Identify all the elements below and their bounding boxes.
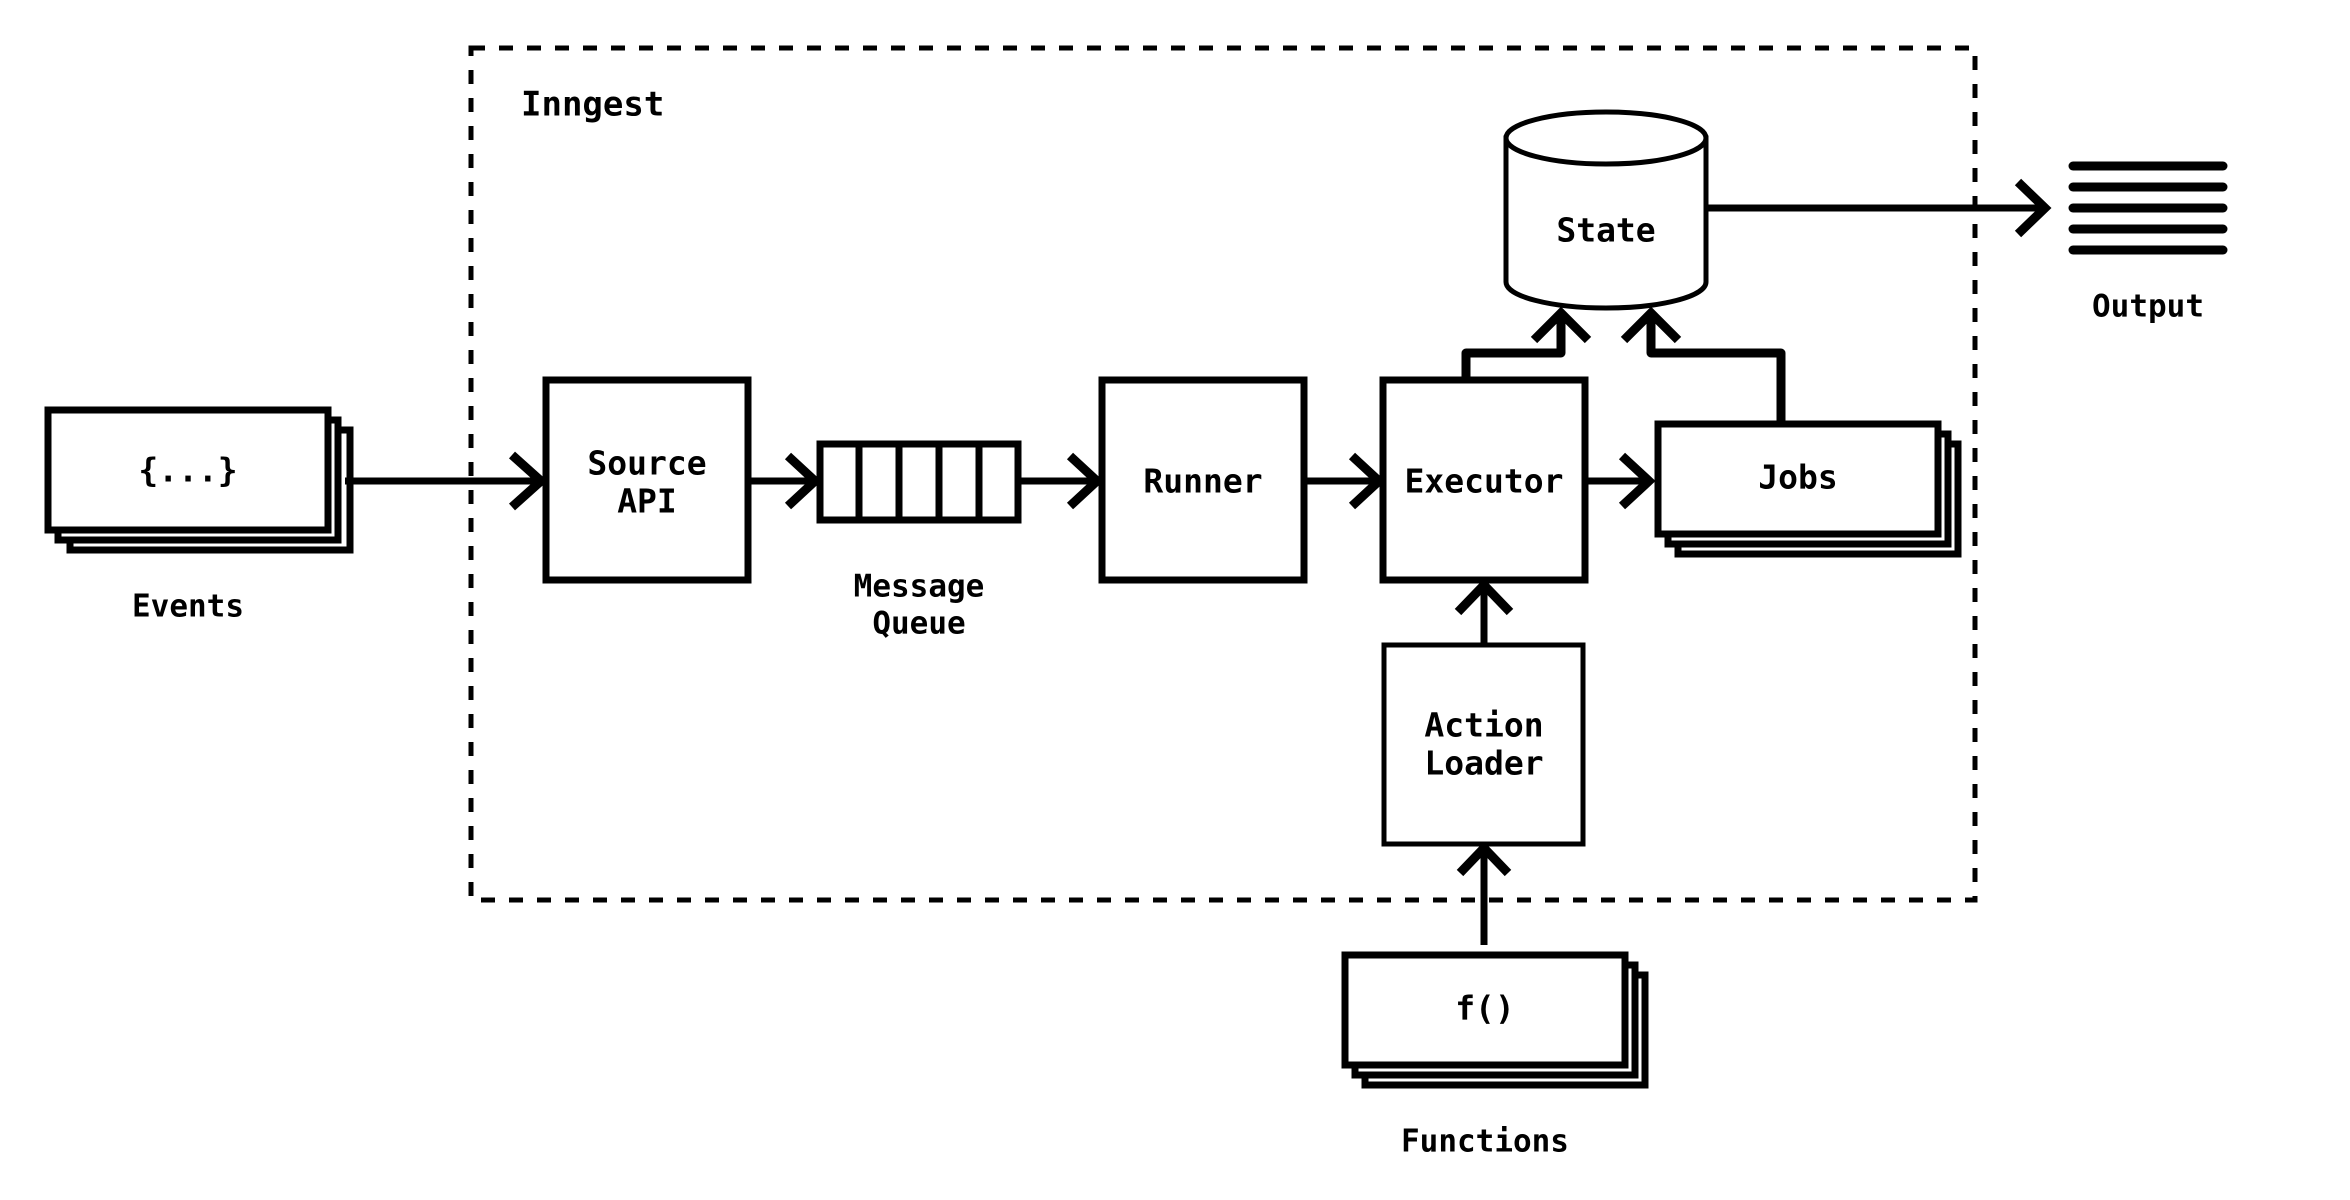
edge-executor-to-state [1461, 306, 1592, 380]
action-loader-node[interactable]: Action Loader [1381, 642, 1586, 847]
source-api-label-line2: API [617, 482, 677, 521]
executor-node[interactable]: Executor [1379, 376, 1589, 584]
runner-node[interactable]: Runner [1098, 376, 1308, 584]
inngest-region: Inngest [468, 45, 1978, 903]
functions-body-label: f() [1455, 989, 1515, 1028]
edge-action-loader-to-executor [1454, 578, 1514, 645]
edge-events-to-source-api [345, 451, 548, 511]
edge-executor-to-jobs [1585, 452, 1656, 510]
edge-functions-to-action-loader [1456, 841, 1512, 945]
events-caption: Events [132, 589, 244, 625]
source-api-label-line1: Source [587, 444, 706, 483]
functions-node[interactable]: f() [1341, 951, 1649, 1089]
jobs-label: Jobs [1758, 458, 1837, 497]
state-label: State [1556, 211, 1655, 250]
state-node[interactable]: State [1503, 109, 1709, 311]
action-loader-label-line2: Loader [1424, 744, 1543, 783]
output-caption: Output [2092, 289, 2204, 325]
runner-label: Runner [1143, 462, 1262, 501]
events-body-label: {...} [138, 451, 237, 490]
message-queue-caption-line1: Message [854, 569, 985, 605]
functions-caption: Functions [1401, 1124, 1569, 1160]
message-queue-caption-line2: Queue [872, 606, 965, 642]
edge-message-queue-to-runner [1018, 452, 1104, 510]
edge-source-api-to-message-queue [748, 452, 822, 510]
source-api-node[interactable]: Source API [542, 376, 752, 584]
inngest-region-label: Inngest [521, 85, 664, 125]
message-queue-node[interactable] [816, 440, 1022, 524]
jobs-node[interactable]: Jobs [1654, 420, 1962, 558]
edge-jobs-to-state [1620, 306, 1786, 424]
edge-state-to-output [1706, 178, 2052, 238]
output-node[interactable] [2068, 161, 2228, 255]
action-loader-label-line1: Action [1424, 706, 1543, 745]
events-node[interactable]: {...} [44, 406, 354, 554]
edge-runner-to-executor [1304, 452, 1386, 510]
executor-label: Executor [1405, 462, 1564, 501]
